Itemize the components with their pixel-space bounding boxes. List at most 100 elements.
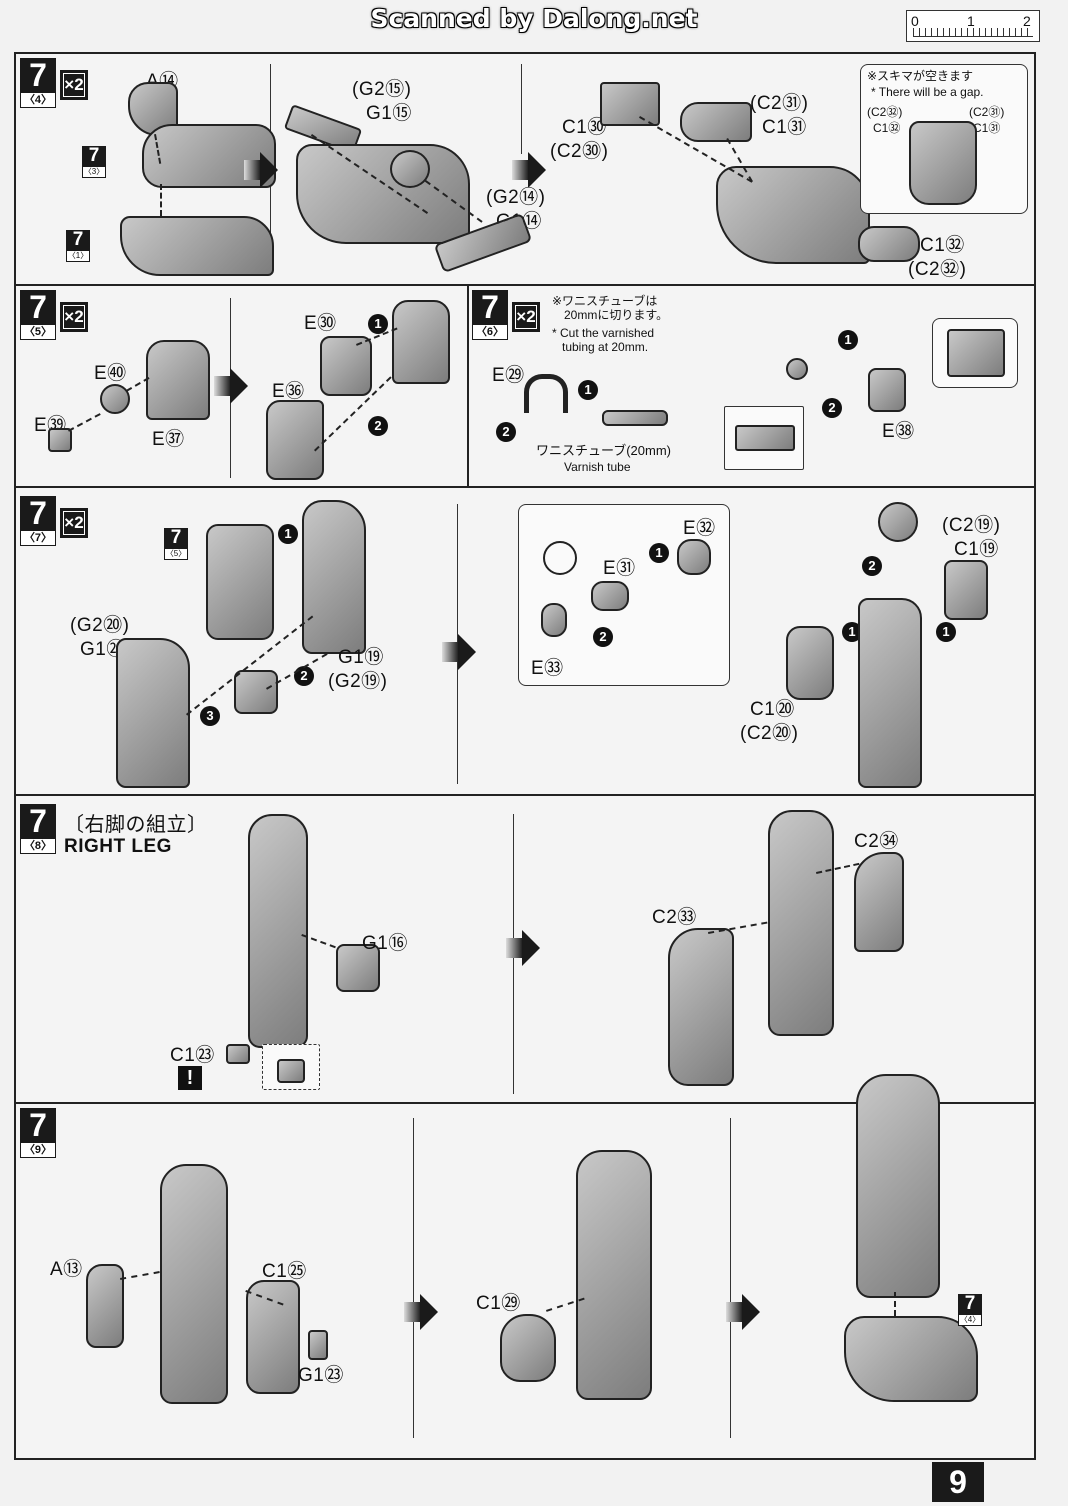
- part-c23: [226, 1044, 250, 1064]
- tube-label-en: Varnish tube: [564, 460, 631, 474]
- part-e38: [868, 368, 906, 412]
- part-leg-body: [296, 144, 470, 244]
- next-arrow: [244, 152, 278, 188]
- part-e31: [591, 581, 629, 611]
- step-circle-1: 1: [838, 330, 858, 350]
- completed-leg-upper: [856, 1074, 940, 1298]
- scanner-watermark: Scanned by Dalong.net: [370, 4, 698, 33]
- part-c34: [854, 852, 904, 952]
- part-c29: [500, 1314, 556, 1382]
- part-e32-assembly: [878, 502, 918, 542]
- part-label: C1㉜: [920, 235, 965, 256]
- part-label: (C2㉜): [908, 259, 967, 280]
- step-circle-1: 1: [578, 380, 598, 400]
- part-label: E㊵: [94, 363, 127, 384]
- part-label: (C2㉚): [550, 141, 609, 162]
- varnish-tube: [602, 410, 668, 426]
- part-label: E㊲: [152, 429, 185, 450]
- part-g23: [308, 1330, 328, 1360]
- part-label: G1⑯: [362, 933, 408, 954]
- warning-icon: !: [178, 1066, 202, 1090]
- part-label: (C2⑳): [740, 723, 799, 744]
- part-label: C2㉞: [854, 831, 899, 852]
- next-arrow: [214, 368, 248, 404]
- instruction-page: 7〈4〉 ×2 A⑭ 7〈3〉 7〈1〉 (G2⑮) G1⑮ (G2⑭) G1⑭…: [14, 52, 1036, 1460]
- part-label: G1㉓: [298, 1365, 344, 1386]
- note-jp-2: 20mmに切ります。: [564, 308, 669, 322]
- part-e37: [146, 340, 210, 420]
- gap-label: C1㉛: [973, 121, 1001, 135]
- part-label: A⑬: [50, 1259, 83, 1280]
- part-label: E㉝: [531, 658, 564, 679]
- part-foot-assembly: [716, 166, 870, 264]
- divider: [16, 486, 1034, 488]
- part-c19: [944, 560, 988, 620]
- foot-assembly: [844, 1316, 978, 1402]
- step-badge-5: 7〈5〉: [20, 290, 58, 340]
- note-jp-1: ※ワニスチューブは: [552, 294, 658, 308]
- part-g20: [116, 638, 190, 788]
- gap-label: (C2㉜): [867, 105, 903, 119]
- scale-ruler: 0 1 2: [906, 10, 1040, 42]
- step-title-jp: 〔右脚の組立〕: [64, 814, 208, 836]
- part-label: C1㉛: [762, 117, 807, 138]
- part-label: G1⑲: [338, 647, 384, 668]
- step-circle-1: 1: [936, 622, 956, 642]
- part-label: E㉚: [304, 313, 337, 334]
- step-circle-2: 2: [368, 416, 388, 436]
- part-leg-frame: [302, 500, 366, 654]
- part-label: E㉙: [492, 365, 525, 386]
- divider: [16, 794, 1034, 796]
- part-c25: [246, 1280, 300, 1394]
- note-en-1: * Cut the varnished: [552, 326, 655, 340]
- next-arrow: [512, 152, 546, 188]
- part-c30: [600, 82, 660, 126]
- part-e36: [266, 400, 324, 480]
- step-badge-7: 7〈7〉: [20, 496, 58, 546]
- note-en-2: tubing at 20mm.: [562, 340, 649, 354]
- next-arrow: [442, 634, 476, 670]
- leg-assembly: [160, 1164, 228, 1404]
- part-assembly-5: [206, 524, 274, 640]
- step-circle-2: 2: [822, 398, 842, 418]
- part-label: (C2㉛): [750, 93, 809, 114]
- part-e30: [320, 336, 372, 396]
- step-circle-1: 1: [842, 622, 862, 642]
- scale-tick-2: 2: [1023, 13, 1031, 29]
- tube-bent: [786, 358, 808, 380]
- part-label: E㊳: [882, 421, 915, 442]
- step-circle-2: 2: [496, 422, 516, 442]
- step-circle-2: 2: [294, 666, 314, 686]
- ref-badge-4: 7〈4〉: [958, 1293, 982, 1326]
- times-two-badge: ×2: [60, 508, 88, 538]
- part-c31: [680, 102, 752, 142]
- tube-label-jp: ワニスチューブ(20mm): [536, 443, 671, 458]
- next-arrow: [404, 1294, 438, 1330]
- part-leg-assembly: [858, 598, 922, 788]
- part-label: E㊱: [272, 381, 305, 402]
- next-arrow: [726, 1294, 760, 1330]
- leg-assembly: [768, 810, 834, 1036]
- ref-badge-3: 7〈3〉: [82, 145, 106, 178]
- ref-badge-1: 7〈1〉: [66, 229, 90, 262]
- part-e39: [48, 428, 72, 452]
- part-label: E㉜: [683, 518, 716, 539]
- part-g19: [234, 670, 278, 714]
- part-e29: [524, 374, 568, 413]
- divider: [16, 1102, 1034, 1104]
- cut-detail-inset: [724, 406, 804, 470]
- times-two-badge: ×2: [60, 70, 88, 100]
- gap-callout: ※スキマが空きます * There will be a gap. (C2㉜) C…: [860, 64, 1028, 214]
- divider: [16, 284, 1034, 286]
- step-title-en: RIGHT LEG: [64, 836, 172, 857]
- part-e40: [100, 384, 130, 414]
- step-badge-6: 7〈6〉: [472, 290, 510, 340]
- gap-label: (C2㉛): [969, 105, 1005, 119]
- part-label: G1⑮: [366, 103, 412, 124]
- part-g16: [336, 944, 380, 992]
- part-label: (G2⑳): [70, 615, 130, 636]
- part-label: (G2⑭): [486, 187, 546, 208]
- orientation-inset: [262, 1044, 320, 1090]
- times-two-badge: ×2: [512, 302, 540, 332]
- step-circle-1: 1: [649, 543, 669, 563]
